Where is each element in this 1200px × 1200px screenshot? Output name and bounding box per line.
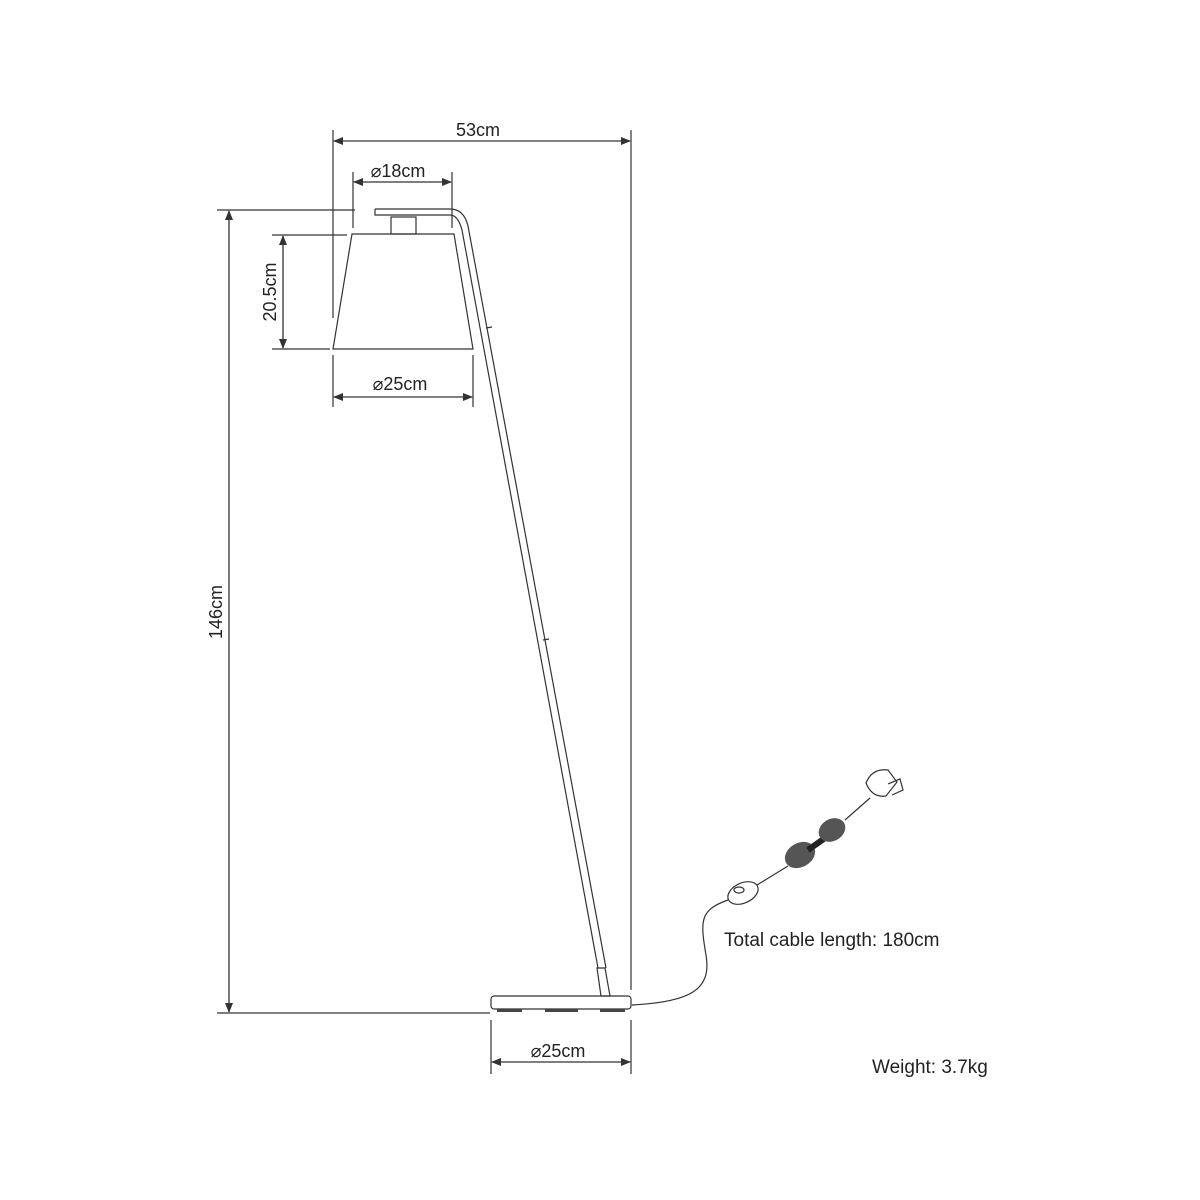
lamp-shade (332, 233, 474, 350)
shade-height-label: 20.5cm (260, 262, 280, 321)
overall-height-dimension: 146cm (206, 209, 490, 1014)
shade-bottom-dimension: ⌀25cm (332, 355, 474, 407)
base-dimension: ⌀25cm (490, 1020, 632, 1074)
overall-width-dimension: 53cm (332, 120, 632, 990)
lamp-head (332, 208, 607, 969)
cable-coil-icon (784, 841, 816, 869)
shade-top-dimension: ⌀18cm (352, 161, 453, 228)
shade-top-label: ⌀18cm (371, 161, 426, 181)
foot-switch-icon (727, 881, 759, 905)
overall-height-label: 146cm (206, 585, 226, 639)
power-cable (631, 769, 904, 1006)
cable-length-note: Total cable length: 180cm (724, 930, 939, 951)
base-label: ⌀25cm (531, 1041, 586, 1061)
shade-height-dimension: 20.5cm (260, 234, 347, 350)
overall-width-label: 53cm (456, 120, 500, 140)
shade-bottom-label: ⌀25cm (373, 374, 428, 394)
lamp-base (490, 967, 632, 1012)
plug-icon (865, 769, 898, 797)
weight-note: Weight: 3.7kg (872, 1057, 988, 1078)
